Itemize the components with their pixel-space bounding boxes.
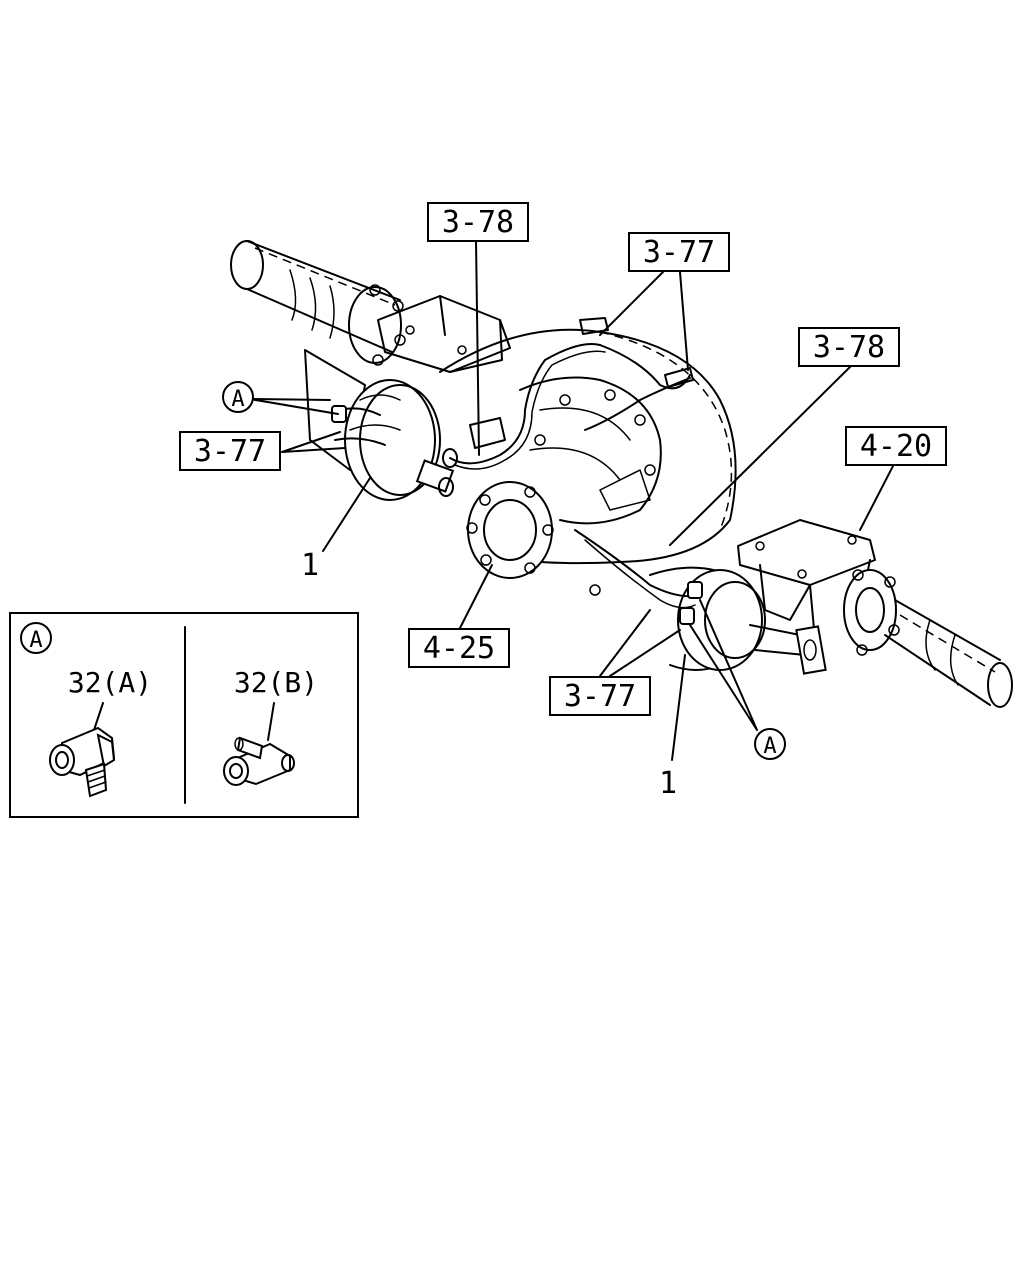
left-axle-tube xyxy=(230,240,401,353)
detail-a-right-label: A xyxy=(763,734,776,759)
left-spring-seat xyxy=(348,284,511,373)
ref-3-77-upper-label: 3-77 xyxy=(643,235,715,270)
detail-a-marker-right[interactable]: A xyxy=(754,728,786,760)
ref-4-20-label: 4-20 xyxy=(860,429,932,464)
elbow-fitting-32a-drawing xyxy=(49,726,116,798)
callout-ref-4-20[interactable]: 4-20 xyxy=(845,426,947,466)
part-1-left-label[interactable]: 1 xyxy=(301,548,319,583)
callout-ref-3-78-upper[interactable]: 3-78 xyxy=(427,202,529,242)
axle-assembly xyxy=(230,240,1013,708)
callout-ref-4-25[interactable]: 4-25 xyxy=(408,628,510,668)
left-hub xyxy=(304,349,455,501)
callout-ref-3-77-lower[interactable]: 3-77 xyxy=(549,676,651,716)
ref-3-78-right-label: 3-78 xyxy=(813,330,885,365)
detail-panel-a: A 32(A) 32(B) xyxy=(9,612,359,818)
right-hub xyxy=(649,566,827,675)
part-1-right-label[interactable]: 1 xyxy=(659,766,677,801)
pinion-flange xyxy=(466,481,554,579)
leader-lines xyxy=(249,239,894,761)
part-32a-label[interactable]: 32(A) xyxy=(68,666,152,699)
part-32b-label[interactable]: 32(B) xyxy=(234,666,318,699)
callout-ref-3-77-upper[interactable]: 3-77 xyxy=(628,232,730,272)
ref-3-77-lower-label: 3-77 xyxy=(564,679,636,714)
tee-fitting-32b-drawing xyxy=(223,736,295,786)
detail-a-marker-left[interactable]: A xyxy=(222,381,254,413)
callout-ref-3-78-right[interactable]: 3-78 xyxy=(798,327,900,367)
ref-4-25-label: 4-25 xyxy=(423,631,495,666)
detail-panel-marker: A xyxy=(20,622,52,654)
detail-a-left-label: A xyxy=(231,387,244,412)
ref-3-77-left-label: 3-77 xyxy=(194,434,266,469)
right-axle-tube xyxy=(843,569,1013,708)
detail-panel-marker-label: A xyxy=(29,628,42,653)
breather-hoses xyxy=(331,317,703,625)
ref-3-78-upper-label: 3-78 xyxy=(442,205,514,240)
callout-ref-3-77-left[interactable]: 3-77 xyxy=(179,431,281,471)
